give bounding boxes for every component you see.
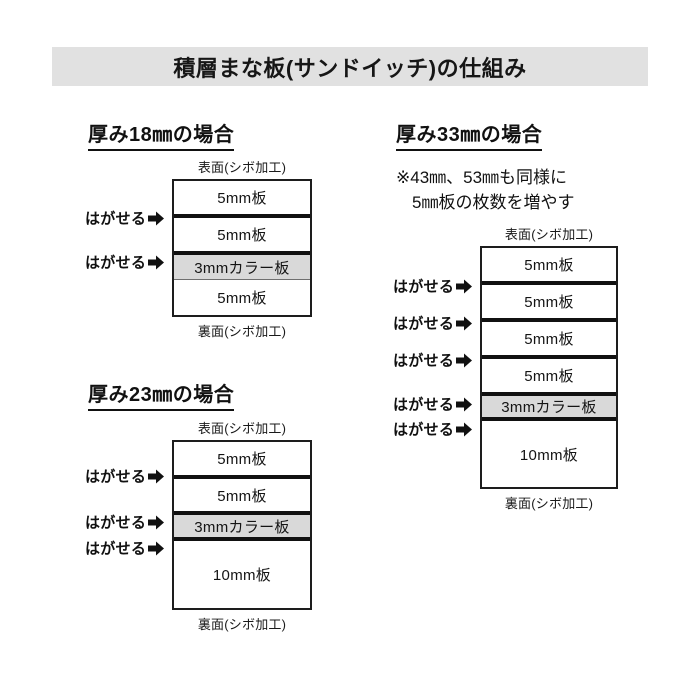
right-arrow-icon	[148, 515, 165, 529]
page-title: 積層まな板(サンドイッチ)の仕組み	[173, 55, 527, 81]
peel-label-18-1: はがせる	[85, 208, 165, 229]
note-thickness-33: ※43㎜、53㎜も同様に 5㎜板の枚数を増やす	[396, 166, 574, 215]
note-line-2: 5㎜板の枚数を増やす	[412, 192, 575, 212]
peel-label-23-1: はがせる	[85, 466, 165, 487]
layer-18-3: 5mm板	[174, 279, 310, 315]
peel-text: はがせる	[393, 421, 455, 439]
layer-33-5: 10mm板	[482, 417, 616, 487]
right-arrow-icon	[148, 541, 165, 555]
layer-18-0: 5mm板	[174, 181, 310, 214]
diagram-thickness-18: 表面(シボ加工) 5mm板 5mm板 3mmカラー板 5mm板 裏面(シボ加工)	[172, 157, 312, 340]
peel-text: はがせる	[393, 396, 455, 414]
back-face-label-33: 裏面(シボ加工)	[504, 496, 594, 511]
layer-stack-33: 5mm板 5mm板 5mm板 5mm板 3mmカラー板 10mm板	[480, 246, 618, 489]
right-arrow-icon	[148, 255, 165, 269]
front-face-label-33: 表面(シボ加工)	[504, 227, 594, 242]
layer-33-0: 5mm板	[482, 248, 616, 281]
note-line-1: ※43㎜、53㎜も同様に	[396, 168, 568, 187]
peel-label-33-3: はがせる	[393, 350, 473, 371]
layer-18-1: 5mm板	[174, 214, 310, 251]
layer-stack-18: 5mm板 5mm板 3mmカラー板 5mm板	[172, 179, 312, 317]
layer-33-2: 5mm板	[482, 318, 616, 355]
right-arrow-icon	[456, 353, 473, 367]
layer-18-2: 3mmカラー板	[174, 251, 310, 279]
layer-33-3: 5mm板	[482, 355, 616, 392]
peel-label-33-5: はがせる	[393, 419, 473, 440]
right-arrow-icon	[148, 211, 165, 225]
layer-23-0: 5mm板	[174, 442, 310, 475]
peel-label-33-4: はがせる	[393, 394, 473, 415]
back-face-label-23: 裏面(シボ加工)	[197, 617, 287, 632]
peel-label-33-1: はがせる	[393, 276, 473, 297]
peel-text: はがせる	[393, 315, 455, 333]
diagram-thickness-33: 表面(シボ加工) 5mm板 5mm板 5mm板 5mm板 3mmカラー板 10m…	[480, 224, 618, 512]
section-heading-thickness-23: 厚み23㎜の場合	[88, 378, 235, 411]
peel-label-33-2: はがせる	[393, 313, 473, 334]
layer-33-1: 5mm板	[482, 281, 616, 318]
layer-stack-23: 5mm板 5mm板 3mmカラー板 10mm板	[172, 440, 312, 610]
right-arrow-icon	[148, 469, 165, 483]
layer-23-1: 5mm板	[174, 475, 310, 511]
peel-text: はがせる	[393, 352, 455, 370]
peel-text: はがせる	[85, 468, 147, 486]
layer-33-4: 3mmカラー板	[482, 392, 616, 417]
peel-text: はがせる	[85, 254, 147, 272]
layer-23-3: 10mm板	[174, 537, 310, 608]
page-title-band: 積層まな板(サンドイッチ)の仕組み	[52, 47, 648, 86]
peel-label-18-2: はがせる	[85, 252, 165, 273]
section-heading-thickness-18: 厚み18㎜の場合	[88, 118, 235, 151]
front-face-label-23: 表面(シボ加工)	[197, 421, 287, 436]
peel-text: はがせる	[85, 540, 147, 558]
diagram-thickness-23: 表面(シボ加工) 5mm板 5mm板 3mmカラー板 10mm板 裏面(シボ加工…	[172, 418, 312, 633]
front-face-label-18: 表面(シボ加工)	[197, 160, 287, 175]
right-arrow-icon	[456, 397, 473, 411]
peel-label-23-2: はがせる	[85, 512, 165, 533]
back-face-label-18: 裏面(シボ加工)	[197, 324, 287, 339]
section-heading-thickness-33: 厚み33㎜の場合	[396, 118, 543, 151]
peel-text: はがせる	[393, 278, 455, 296]
peel-label-23-3: はがせる	[85, 538, 165, 559]
right-arrow-icon	[456, 316, 473, 330]
right-arrow-icon	[456, 422, 473, 436]
layer-23-2: 3mmカラー板	[174, 511, 310, 537]
peel-text: はがせる	[85, 210, 147, 228]
peel-text: はがせる	[85, 514, 147, 532]
right-arrow-icon	[456, 279, 473, 293]
